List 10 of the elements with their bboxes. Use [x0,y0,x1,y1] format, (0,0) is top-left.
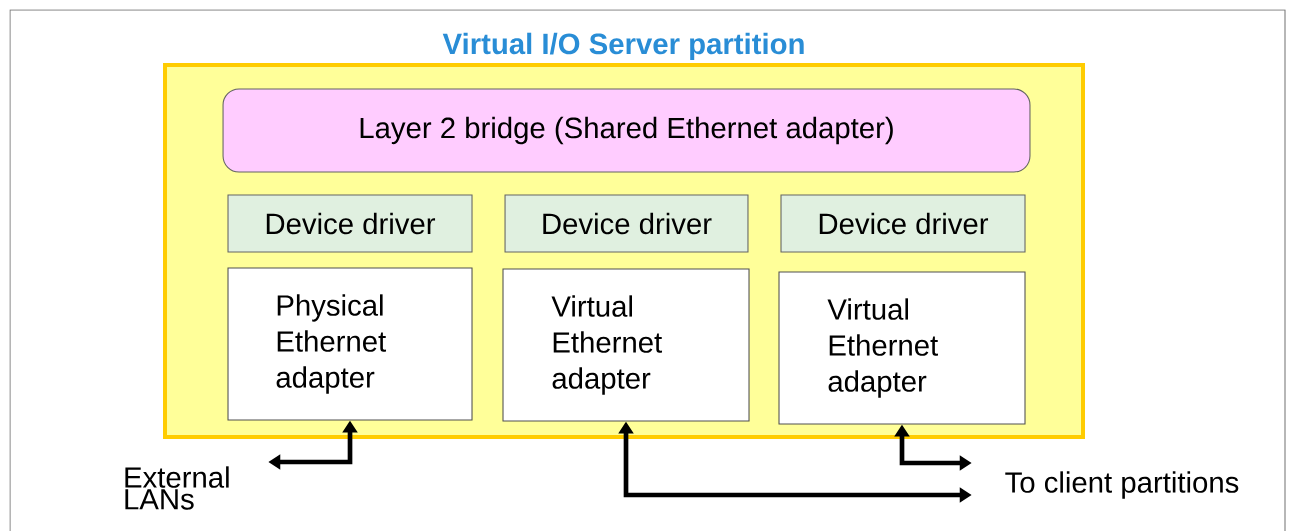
adapter-box: Physical Ethernet adapter [227,267,473,421]
adapter-box: Virtual Ethernet adapter [502,268,750,422]
text-label: External LANs [125,466,229,510]
driver-box: Device driver [780,194,1026,253]
driver-box: Device driver [504,194,749,253]
node-label: Virtual I/O Server partition [442,32,804,61]
bridge-box: Layer 2 bridge (Shared Ethernet adapter) [222,88,1031,173]
adapter-box: Virtual Ethernet adapter [778,271,1026,425]
driver-box: Device driver [227,194,473,253]
text-label: To client partitions [1005,471,1239,499]
